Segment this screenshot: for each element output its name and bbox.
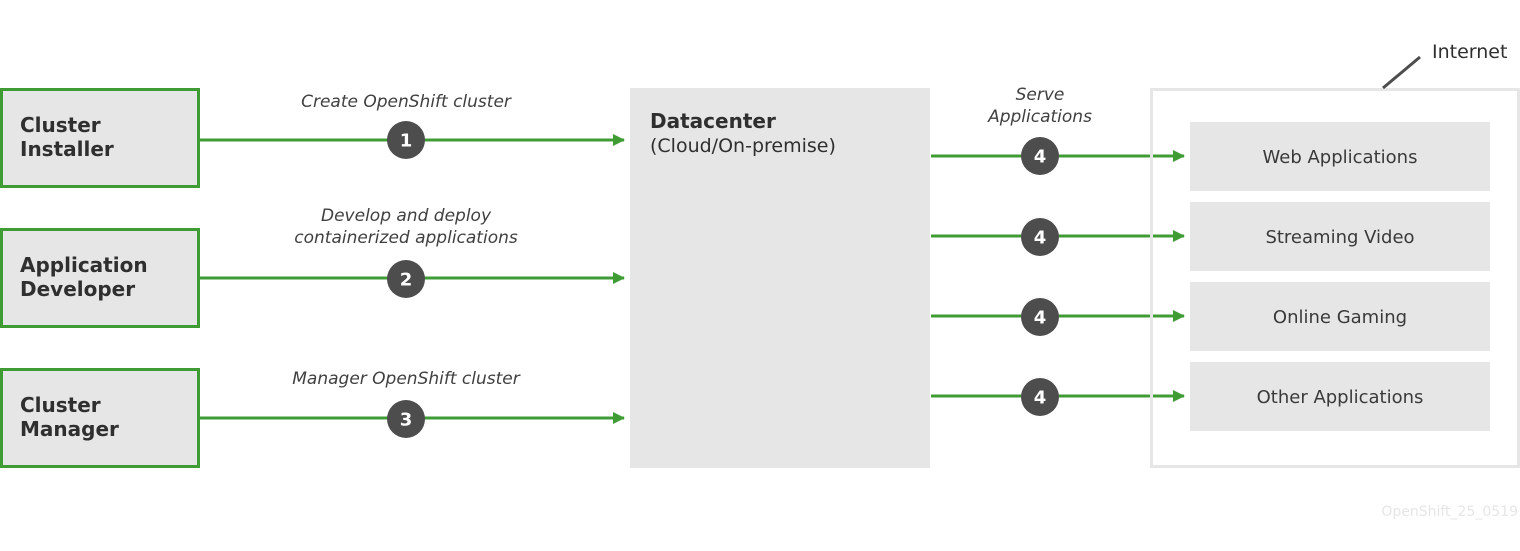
serve-arrow-web: 4: [931, 137, 1185, 175]
step-number: 3: [400, 410, 413, 431]
internet-label: Internet: [1432, 41, 1507, 63]
action-create-cluster: Create OpenShift cluster 1: [200, 92, 625, 159]
datacenter-subtitle: (Cloud/On-premise): [650, 135, 836, 157]
app-web-applications: Web Applications: [1190, 122, 1490, 191]
step-badge: [1021, 298, 1059, 336]
action-manage-cluster: Manager OpenShift cluster 3: [200, 369, 625, 438]
step-badge: [1021, 378, 1059, 416]
step-badge: [1021, 218, 1059, 256]
step-badge: [387, 400, 425, 438]
app-online-gaming: Online Gaming: [1190, 282, 1490, 351]
step-number: 2: [400, 270, 413, 291]
role-box: [0, 228, 200, 328]
serve-arrow-streaming: 4: [931, 218, 1185, 256]
internet: Internet Web Applications Streaming Vide…: [1150, 41, 1520, 468]
role-cluster-installer: Cluster Installer: [0, 88, 200, 188]
app-box: [1190, 122, 1490, 191]
role-box: [0, 368, 200, 468]
serve-label-line2: Applications: [987, 107, 1092, 127]
app-label: Other Applications: [1257, 387, 1424, 408]
serve-arrow-other: 4: [931, 378, 1185, 416]
role-label-line2: Developer: [20, 277, 135, 301]
app-box: [1190, 282, 1490, 351]
serve-arrow-gaming: 4: [931, 298, 1185, 336]
app-streaming-video: Streaming Video: [1190, 202, 1490, 271]
role-label-line1: Cluster: [20, 113, 101, 137]
action-label-line2: containerized applications: [294, 228, 518, 248]
step-number: 4: [1034, 388, 1047, 409]
step-number: 4: [1034, 228, 1047, 249]
figure-id-watermark: OpenShift_25_0519: [1381, 504, 1518, 520]
step-number: 1: [400, 131, 413, 152]
role-label-line2: Installer: [20, 137, 114, 161]
app-box: [1190, 362, 1490, 431]
serve-applications-label: Serve Applications: [987, 85, 1092, 127]
step-badge: [1021, 137, 1059, 175]
action-label-line1: Create OpenShift cluster: [301, 92, 512, 112]
datacenter-title: Datacenter: [650, 109, 776, 133]
role-label-line1: Cluster: [20, 393, 101, 417]
role-label-line2: Manager: [20, 417, 119, 441]
serve-label-line1: Serve: [1016, 85, 1065, 105]
app-label: Streaming Video: [1265, 227, 1414, 248]
action-develop-deploy: Develop and deploy containerized applica…: [200, 206, 625, 298]
app-box: [1190, 202, 1490, 271]
action-label-line1: Develop and deploy: [321, 206, 492, 226]
datacenter-box: [630, 88, 930, 468]
app-other-applications: Other Applications: [1190, 362, 1490, 431]
role-label-line1: Application: [20, 253, 148, 277]
role-cluster-manager: Cluster Manager: [0, 368, 200, 468]
action-label-line1: Manager OpenShift cluster: [292, 369, 520, 389]
role-box: [0, 88, 200, 188]
internet-callout-line: [1382, 55, 1421, 90]
step-badge: [387, 121, 425, 159]
datacenter: Datacenter (Cloud/On-premise): [630, 88, 930, 468]
role-application-developer: Application Developer: [0, 228, 200, 328]
app-label: Web Applications: [1263, 147, 1418, 168]
step-number: 4: [1034, 147, 1047, 168]
step-number: 4: [1034, 308, 1047, 329]
internet-box: [1150, 88, 1520, 468]
step-badge: [387, 260, 425, 298]
app-label: Online Gaming: [1273, 307, 1407, 328]
